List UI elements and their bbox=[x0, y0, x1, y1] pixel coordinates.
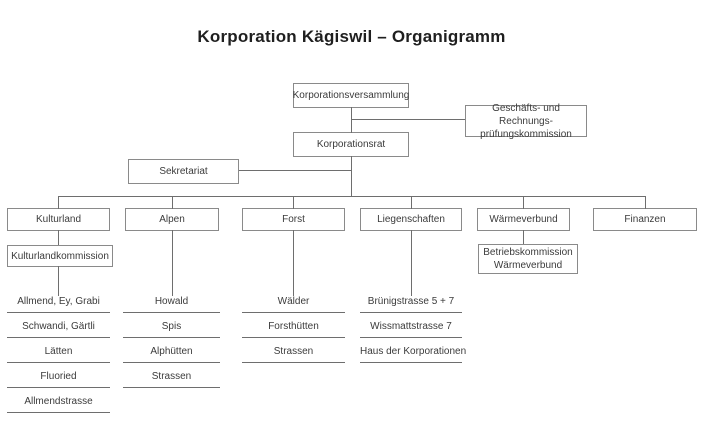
list-item-liegenschaften-0: Brünigstrasse 5 + 7 bbox=[360, 292, 462, 313]
node-betriebskommission-label-line2: Wärmeverbund bbox=[493, 260, 563, 271]
list-item-forst-0: Wälder bbox=[242, 292, 345, 313]
connector-kulturland-kommission bbox=[58, 230, 59, 245]
node-finanzen-label: Finanzen bbox=[624, 214, 666, 225]
list-item-kulturland-2: Lätten bbox=[7, 342, 110, 363]
connector-stub-kulturland bbox=[58, 196, 59, 209]
node-forst: Forst bbox=[242, 208, 345, 231]
connector-alpen-list bbox=[172, 230, 173, 296]
connector-kommission-kulturland-list bbox=[58, 266, 59, 296]
node-alpen: Alpen bbox=[125, 208, 219, 231]
node-kulturland: Kulturland bbox=[7, 208, 110, 231]
node-forst-label: Forst bbox=[282, 214, 305, 225]
node-korporationsversammlung: Korporationsversammlung bbox=[293, 83, 409, 108]
node-betriebskommission-label-line1: Betriebskommission bbox=[483, 247, 573, 258]
list-item-kulturland-0: Allmend, Ey, Grabi bbox=[7, 292, 110, 313]
list-item-alpen-1: Spis bbox=[123, 317, 220, 338]
node-sekretariat-label: Sekretariat bbox=[159, 166, 208, 177]
connector-liegenschaften-list bbox=[411, 230, 412, 296]
list-item-liegenschaften-1: Wissmattstrasse 7 bbox=[360, 317, 462, 338]
list-item-alpen-3: Strassen bbox=[123, 367, 220, 388]
node-korporationsrat-label: Korporationsrat bbox=[316, 139, 386, 150]
connector-forst-list bbox=[293, 230, 294, 296]
connector-distribution-line bbox=[58, 196, 646, 197]
node-waermeverbund-label: Wärmeverbund bbox=[489, 214, 558, 225]
list-item-alpen-0: Howald bbox=[123, 292, 220, 313]
page-title: Korporation Kägiswil – Organigramm bbox=[197, 27, 506, 46]
connector-stub-alpen bbox=[172, 196, 173, 209]
node-liegenschaften: Liegenschaften bbox=[360, 208, 462, 231]
connector-stub-liegenschaften bbox=[411, 196, 412, 209]
list-item-kulturland-3: Fluoried bbox=[7, 367, 110, 388]
list-item-kulturland-4: Allmendstrasse bbox=[7, 392, 110, 413]
connector-waermeverbund-kommission bbox=[523, 230, 524, 244]
list-item-liegenschaften-2: Haus der Korporationen bbox=[360, 342, 466, 363]
connector-rat-gpk bbox=[351, 119, 465, 120]
node-gpk-label-line2: prüfungskommission bbox=[480, 128, 572, 140]
node-finanzen: Finanzen bbox=[593, 208, 697, 231]
list-item-alpen-2: Alphütten bbox=[123, 342, 220, 363]
node-alpen-label: Alpen bbox=[159, 214, 185, 225]
connector-sekretariat-rat bbox=[239, 170, 352, 171]
connector-rat-distribution bbox=[351, 156, 352, 197]
node-kulturlandkommission: Kulturlandkommission bbox=[7, 245, 113, 267]
list-item-forst-1: Forsthütten bbox=[242, 317, 345, 338]
node-geschaefts-und-rechnungspruefungskommission: Geschäfts- und Rechnungs- prüfungskommis… bbox=[465, 102, 587, 140]
list-item-forst-2: Strassen bbox=[242, 342, 345, 363]
node-kulturland-label: Kulturland bbox=[35, 214, 82, 225]
node-sekretariat: Sekretariat bbox=[128, 159, 239, 184]
connector-stub-waermeverbund bbox=[523, 196, 524, 209]
node-gpk-label-line1: Geschäfts- und Rechnungs- bbox=[492, 102, 560, 127]
connector-stub-finanzen bbox=[645, 196, 646, 209]
node-korporationsversammlung-label: Korporationsversammlung bbox=[292, 90, 410, 101]
node-kulturlandkommission-label: Kulturlandkommission bbox=[11, 250, 109, 262]
connector-stub-forst bbox=[293, 196, 294, 209]
list-item-kulturland-1: Schwandi, Gärtli bbox=[7, 317, 110, 338]
connector-versammlung-rat bbox=[351, 107, 352, 133]
node-betriebskommission-waermeverbund: Betriebskommission Wärmeverbund bbox=[478, 244, 578, 274]
node-liegenschaften-label: Liegenschaften bbox=[377, 214, 445, 225]
node-waermeverbund: Wärmeverbund bbox=[477, 208, 570, 231]
node-korporationsrat: Korporationsrat bbox=[293, 132, 409, 157]
